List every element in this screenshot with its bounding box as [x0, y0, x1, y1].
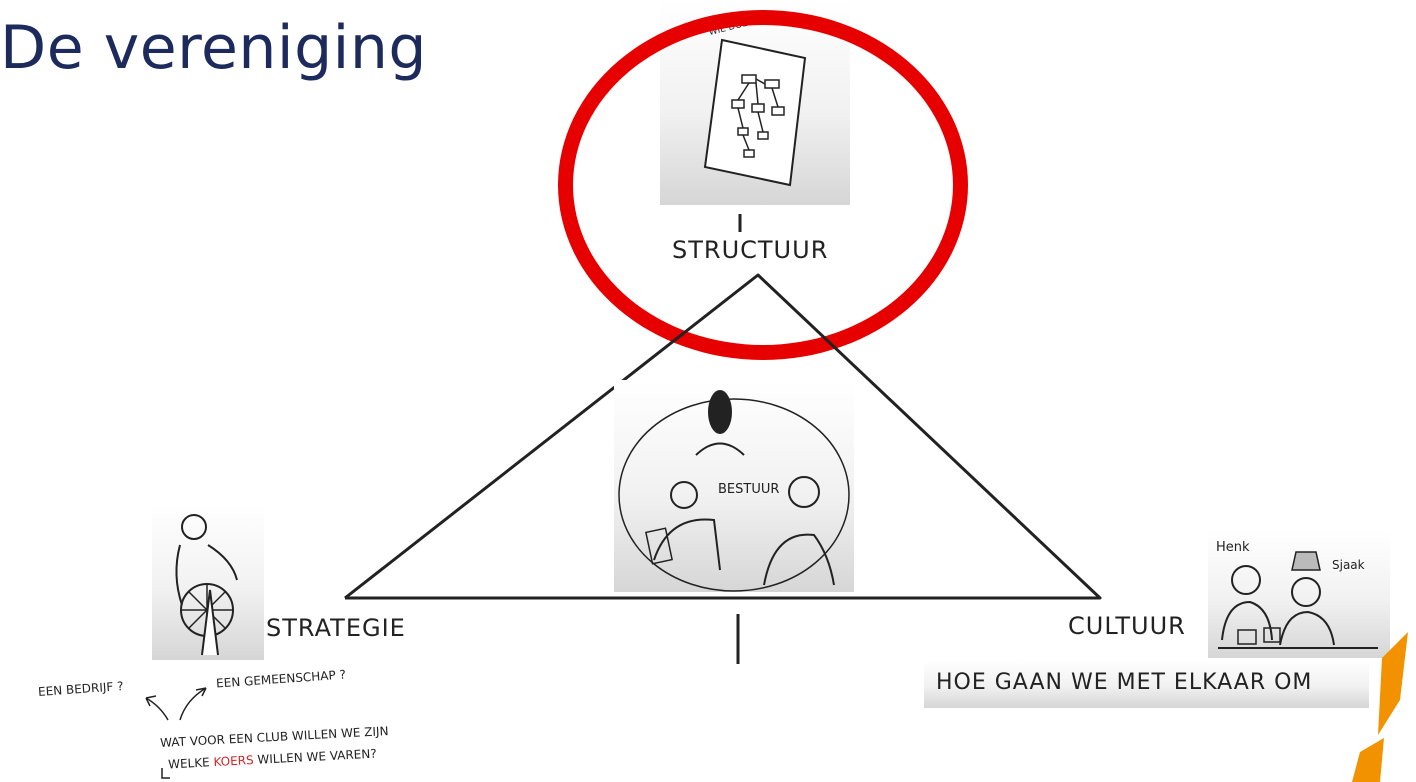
board-members-icon [618, 390, 850, 592]
vertex-label-structure: STRUCTUUR [672, 236, 829, 264]
person-name-henk: Henk [1216, 540, 1250, 555]
culture-sketch-panel: Henk Sjaak [1208, 530, 1390, 658]
helmsman-icon [175, 514, 238, 656]
triangle-outline [344, 273, 1102, 600]
strategy-sketch-panel [152, 505, 264, 660]
vertex-label-strategy: STRATEGIE [266, 614, 406, 642]
course-question-pre: WELKE [167, 755, 214, 772]
course-question-highlight: KOERS [213, 752, 255, 770]
board-label: BESTUUR [718, 482, 780, 497]
person-name-sjaak: Sjaak [1332, 558, 1365, 572]
vertex-label-culture: CULTUUR [1068, 612, 1186, 640]
people-at-table-icon [1218, 551, 1378, 649]
board-sketch-panel: BESTUUR [614, 380, 854, 592]
culture-caption: HOE GAAN WE MET ELKAAR OM [936, 670, 1313, 695]
culture-caption-strip: HOE GAAN WE MET ELKAAR OM [924, 660, 1369, 708]
page-title: De vereniging [0, 13, 427, 83]
